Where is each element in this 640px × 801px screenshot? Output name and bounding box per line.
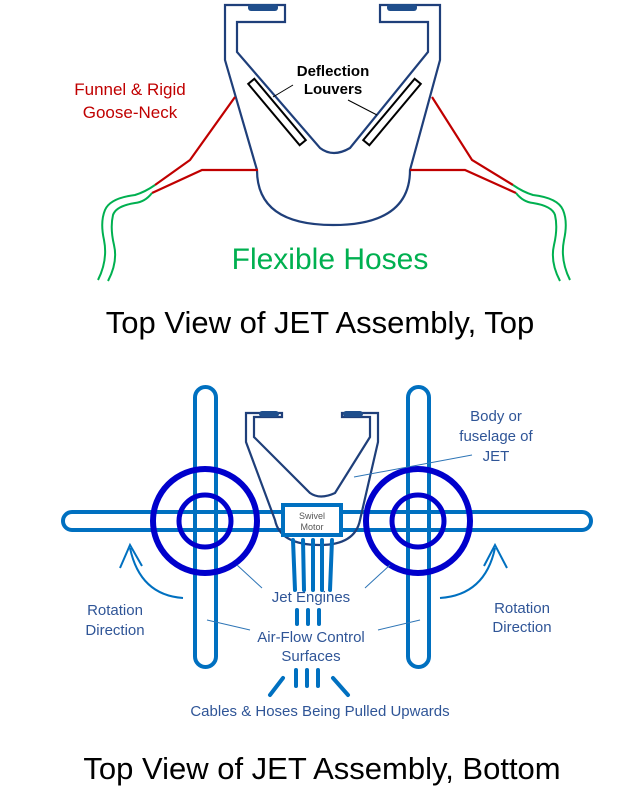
funnel-label-line2: Goose-Neck xyxy=(83,103,178,122)
right-rotor xyxy=(363,466,473,576)
body-label-line1: Body or xyxy=(470,408,522,425)
jet-engines xyxy=(291,538,334,592)
callout-lines xyxy=(206,454,473,631)
funnel-gooseneck xyxy=(151,96,517,195)
rotation-left-line2: Direction xyxy=(85,622,144,639)
rotation-right-line2: Direction xyxy=(492,619,551,636)
top-left-nozzle xyxy=(248,4,278,11)
motor-label-line1: Swivel xyxy=(299,511,325,521)
left-rotor xyxy=(150,466,260,576)
bottom-jet-body xyxy=(244,411,380,547)
right-louver xyxy=(361,77,423,147)
airflow-label-line1: Air-Flow Control xyxy=(257,629,365,646)
hoses-label: Flexible Hoses xyxy=(232,243,429,276)
left-louver xyxy=(246,77,308,147)
top-jet-body xyxy=(223,3,442,227)
rotation-right-line1: Rotation xyxy=(494,600,550,617)
cables-label: Cables & Hoses Being Pulled Upwards xyxy=(190,703,449,720)
funnel-label-line1: Funnel & Rigid xyxy=(74,80,186,99)
louvers-label-line2: Louvers xyxy=(304,81,362,98)
bottom-view-title: Top View of JET Assembly, Bottom xyxy=(83,751,560,786)
swivel-motor: Swivel Motor xyxy=(281,503,343,537)
top-view-title: Top View of JET Assembly, Top xyxy=(106,305,534,340)
engines-label: Jet Engines xyxy=(272,589,350,606)
rotation-left-line1: Rotation xyxy=(87,602,143,619)
cables-hoses xyxy=(268,668,350,697)
airflow-label-line2: Surfaces xyxy=(281,648,340,665)
flexible-hoses xyxy=(97,184,571,282)
top-right-nozzle xyxy=(387,4,417,11)
body-label-line3: JET xyxy=(483,448,510,465)
louvers-label-line1: Deflection xyxy=(297,63,370,80)
body-label-line2: fuselage of xyxy=(459,428,533,445)
motor-label-line2: Motor xyxy=(300,522,323,532)
airflow-control-surfaces xyxy=(295,608,321,626)
rotation-arrows xyxy=(119,542,508,599)
